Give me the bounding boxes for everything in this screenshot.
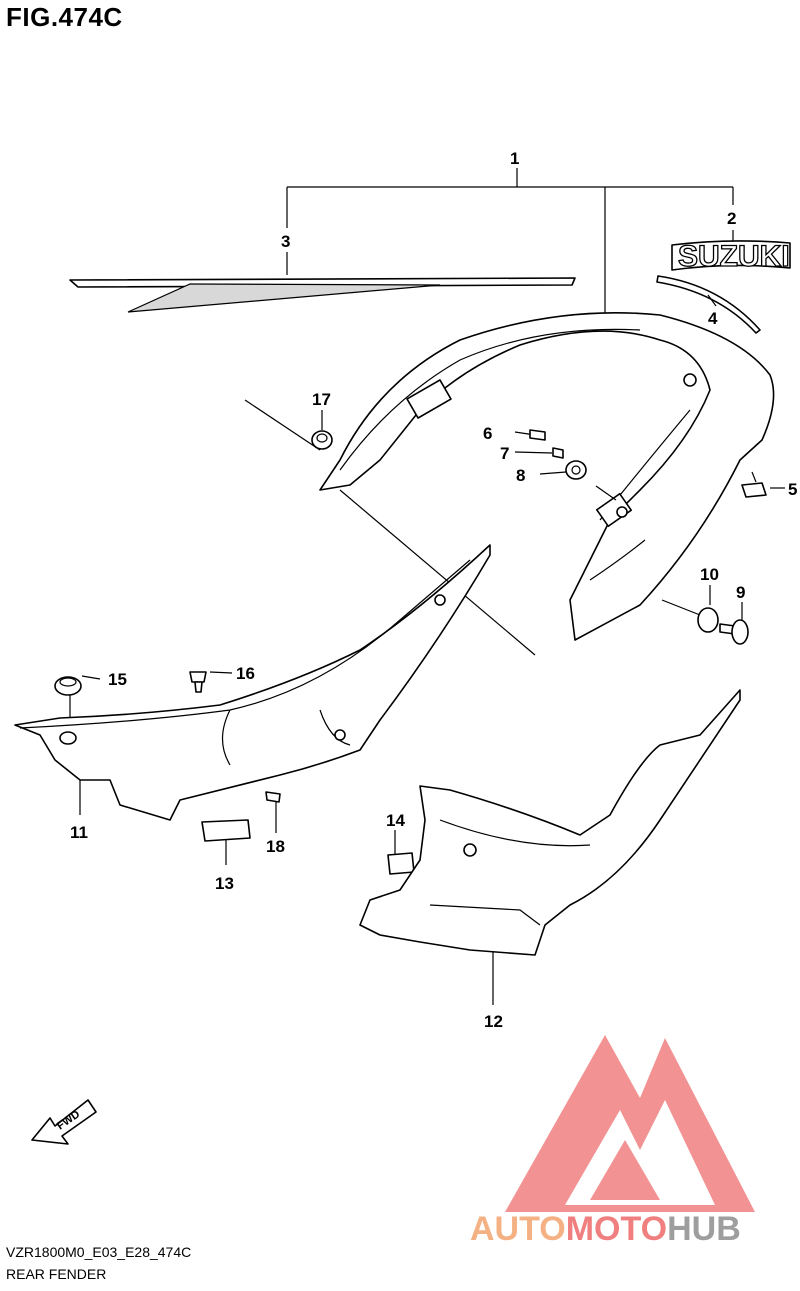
callout-13: 13 <box>215 874 234 893</box>
callout-16: 16 <box>236 664 255 683</box>
watermark-text: AUTOMOTOHUB <box>470 1210 741 1248</box>
pad-part-14 <box>387 852 415 875</box>
push-rivet-part-16 <box>189 671 207 693</box>
callout-5: 5 <box>788 480 797 499</box>
callout-8: 8 <box>516 466 525 485</box>
stripe-decal-part-3 <box>69 277 576 313</box>
watermark-auto: AUTO <box>470 1210 566 1248</box>
emblem-text: SUZUKI <box>678 240 790 273</box>
watermark-hub: HUB <box>667 1210 741 1248</box>
callout-12: 12 <box>484 1012 503 1031</box>
callout-17: 17 <box>312 390 331 409</box>
callout-numbers: 1 2 3 4 5 6 7 8 9 10 11 12 13 14 15 16 1… <box>70 149 797 1031</box>
callout-7: 7 <box>500 444 509 463</box>
callout-11: 11 <box>70 823 88 842</box>
callout-leaders <box>69 399 785 1005</box>
clip-nut-part-5 <box>741 482 767 498</box>
callout-9: 9 <box>736 583 745 602</box>
callout-10: 10 <box>700 565 719 584</box>
diagram-name: REAR FENDER <box>6 1266 107 1282</box>
callout-2: 2 <box>727 209 736 228</box>
watermark-logo <box>505 1035 755 1212</box>
callout-14: 14 <box>386 811 405 830</box>
callout-6: 6 <box>483 424 492 443</box>
watermark-moto: MOTO <box>566 1210 667 1248</box>
fasteners-6-7-8 <box>529 429 587 480</box>
trim-strip-part-4 <box>656 275 761 334</box>
callout-18: 18 <box>266 837 285 856</box>
pad-part-13 <box>201 819 251 842</box>
diagram-code: VZR1800M0_E03_E28_474C <box>6 1244 192 1260</box>
callout-4: 4 <box>708 309 718 328</box>
side-cover-part-12 <box>359 689 741 956</box>
suzuki-emblem-part-2: SUZUKI <box>671 239 791 274</box>
bracket-leader-1 <box>286 168 734 318</box>
fwd-arrow-icon: FWD <box>31 1099 97 1145</box>
callout-15: 15 <box>108 670 127 689</box>
screw-part-18 <box>265 791 281 803</box>
grommet-part-15 <box>54 676 82 696</box>
grommet-part-17 <box>311 430 333 450</box>
figure-title: FIG.474C <box>6 2 123 32</box>
callout-3: 3 <box>281 232 290 251</box>
callout-1: 1 <box>510 149 519 168</box>
side-cover-part-11 <box>14 544 491 821</box>
bolt-grommet-9-10 <box>697 607 749 645</box>
tail-cowl-assembly <box>319 312 775 641</box>
